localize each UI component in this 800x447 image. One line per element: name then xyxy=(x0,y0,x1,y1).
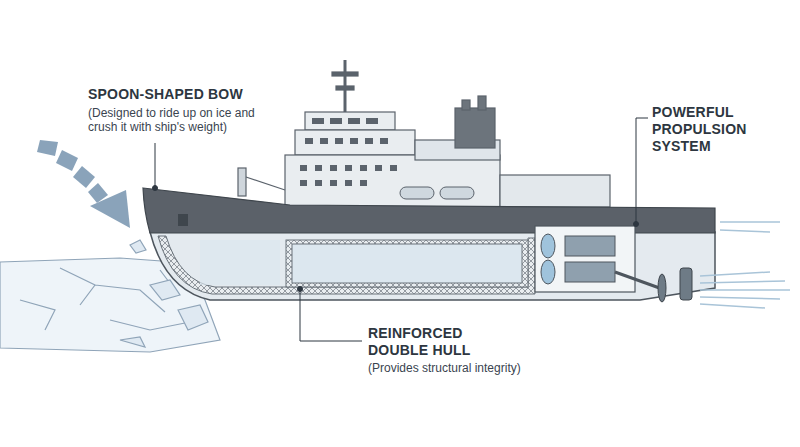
lifeboats xyxy=(400,187,474,199)
propeller xyxy=(658,268,692,302)
part-note: (Designed to ride up on ice and crush it… xyxy=(88,106,278,135)
leader-lines xyxy=(153,118,649,341)
wake-lines xyxy=(700,222,790,308)
engine-room xyxy=(535,226,665,292)
windows xyxy=(300,118,397,186)
superstructure xyxy=(238,60,610,207)
ice-arrow xyxy=(37,140,130,228)
hull-hatch xyxy=(178,214,188,226)
hull-tank xyxy=(286,240,528,287)
part-name: SPOON-SHAPED BOW xyxy=(88,86,288,103)
part-name: REINFORCED DOUBLE HULL xyxy=(368,325,493,359)
part-name: POWERFUL PROPULSION SYSTEM xyxy=(652,104,770,154)
double-hull xyxy=(158,236,535,294)
hull-tank-inner xyxy=(292,244,522,283)
hull-bow-tank xyxy=(200,240,280,285)
part-note: (Provides structural integrity) xyxy=(368,361,588,375)
